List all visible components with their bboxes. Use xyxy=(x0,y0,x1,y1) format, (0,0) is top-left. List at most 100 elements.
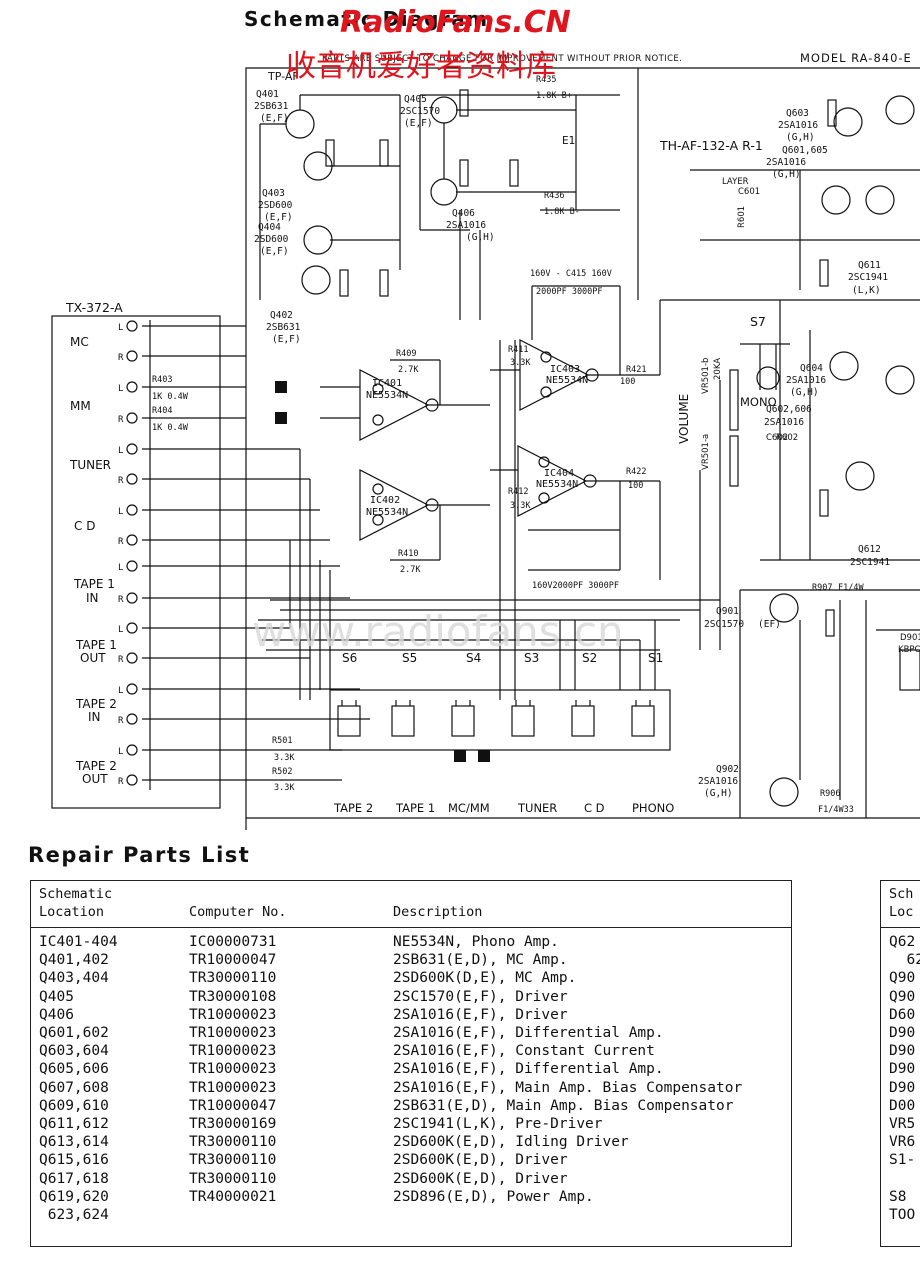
svg-text:Q403: Q403 xyxy=(262,188,285,199)
svg-text:2SC1941: 2SC1941 xyxy=(848,272,888,283)
side-row: VR6 xyxy=(889,1134,916,1151)
side-row xyxy=(881,1170,920,1188)
svg-text:2SC1570: 2SC1570 xyxy=(400,106,440,117)
svg-text:NE5534N: NE5534N xyxy=(546,375,588,386)
lr-boxed-marks: L R L R xyxy=(275,381,490,763)
svg-text:Q406: Q406 xyxy=(452,208,475,219)
ic402-symbol xyxy=(359,469,430,541)
board-th-label: TH-AF-132-A R-1 xyxy=(659,138,763,153)
input-tape2-out-b: OUT xyxy=(82,772,108,786)
board-tp-label: TP-AF xyxy=(267,70,299,83)
schematic-model: MODEL RA-840-E xyxy=(800,51,912,65)
svg-text:160V2000PF 3000PF: 160V2000PF 3000PF xyxy=(532,581,619,591)
switch-labels: S6 S5 S4 S3 S2 S1 xyxy=(342,651,663,665)
svg-text:Q404: Q404 xyxy=(258,222,281,233)
svg-text:S4: S4 xyxy=(466,651,481,665)
svg-text:D901: D901 xyxy=(900,633,920,643)
svg-text:R906: R906 xyxy=(820,789,840,799)
svg-text:R436: R436 xyxy=(544,191,564,201)
svg-text:2.7K: 2.7K xyxy=(400,565,421,575)
ic401-symbol xyxy=(359,369,430,441)
ic-labels: IC401 NE5534N IC402 NE5534N IC403 NE5534… xyxy=(366,364,588,518)
op-amp-triangles xyxy=(320,285,920,580)
schematic-diagram: Schematic Diagram PARTS ARE SUBJECT TO C… xyxy=(51,5,920,830)
header-computer: Computer No. xyxy=(181,881,385,928)
svg-text:Q405: Q405 xyxy=(404,94,427,105)
svg-text:Q603: Q603 xyxy=(786,108,809,119)
svg-text:PHONO: PHONO xyxy=(632,801,674,815)
svg-text:1K 0.4W: 1K 0.4W xyxy=(152,423,189,433)
svg-text:R411: R411 xyxy=(508,345,528,355)
svg-text:R: R xyxy=(278,414,286,425)
input-mc: MC xyxy=(70,335,89,349)
svg-text:L: L xyxy=(118,384,123,394)
svg-text:R: R xyxy=(118,353,124,363)
svg-text:R502: R502 xyxy=(272,767,292,777)
capacitor-labels: 160V - C415 160V 2000PF 3000PF 160V2000P… xyxy=(530,269,619,591)
svg-text:L: L xyxy=(118,446,123,456)
svg-text:R: R xyxy=(118,476,124,486)
svg-text:S1: S1 xyxy=(648,651,663,665)
svg-text:MONO: MONO xyxy=(740,395,777,409)
misc-labels: E1 S7 MONO VOLUME VR501-b VR501-a 20KA L… xyxy=(562,135,920,655)
svg-text:R602: R602 xyxy=(776,433,798,443)
input-tape1-in-b: IN xyxy=(86,591,99,605)
svg-text:1.8K B+: 1.8K B+ xyxy=(536,91,572,101)
side-row: VR5 xyxy=(889,1116,916,1133)
svg-text:VR501-a: VR501-a xyxy=(701,434,711,470)
svg-text:E1: E1 xyxy=(562,135,575,147)
svg-text:S2: S2 xyxy=(582,651,597,665)
svg-text:2SB631: 2SB631 xyxy=(266,322,301,333)
side-row: TOO xyxy=(889,1207,916,1224)
svg-text:3.3K: 3.3K xyxy=(274,783,295,793)
svg-text:R410: R410 xyxy=(398,549,418,559)
ic404-symbol xyxy=(517,445,588,517)
schematic-title: Schematic Diagram xyxy=(244,7,489,31)
svg-text:L: L xyxy=(118,625,123,635)
svg-text:R409: R409 xyxy=(396,349,416,359)
svg-text:(E,F): (E,F) xyxy=(260,113,289,124)
board-tx-label: TX-372-A xyxy=(65,300,123,315)
svg-text:R421: R421 xyxy=(626,365,646,375)
svg-text:F1/4W33: F1/4W33 xyxy=(818,805,854,815)
svg-text:R: R xyxy=(118,415,124,425)
svg-text:R: R xyxy=(118,777,124,787)
svg-text:NE5534N: NE5534N xyxy=(366,507,408,518)
transistor-labels: Q401 2SB631 (E,F) Q403 2SD600 (E,F) Q404… xyxy=(254,89,890,799)
svg-text:S7: S7 xyxy=(750,314,766,329)
svg-text:3.3K: 3.3K xyxy=(274,753,295,763)
svg-text:Q602,606: Q602,606 xyxy=(766,404,812,415)
svg-text:(G,H): (G,H) xyxy=(466,232,495,243)
svg-text:2SB631: 2SB631 xyxy=(254,101,289,112)
svg-text:(EF): (EF) xyxy=(758,619,781,630)
svg-text:VR501-b: VR501-b xyxy=(701,358,711,394)
svg-text:Q401: Q401 xyxy=(256,89,279,100)
svg-text:(E,F): (E,F) xyxy=(264,212,293,223)
svg-text:2SA1016: 2SA1016 xyxy=(764,417,804,428)
svg-text:2SC1570: 2SC1570 xyxy=(704,619,744,630)
svg-text:R: R xyxy=(118,655,124,665)
svg-text:MC/MM: MC/MM xyxy=(448,801,490,815)
svg-text:IC402: IC402 xyxy=(370,495,400,506)
svg-text:R422: R422 xyxy=(626,467,646,477)
svg-text:L: L xyxy=(118,747,123,757)
svg-text:(G,H): (G,H) xyxy=(790,387,819,398)
svg-text:100: 100 xyxy=(620,377,635,387)
svg-text:NE5534N: NE5534N xyxy=(536,479,578,490)
side-row: Q62 xyxy=(889,934,916,950)
svg-text:C D: C D xyxy=(584,801,605,815)
input-tuner: TUNER xyxy=(69,458,111,472)
side-row: D90 xyxy=(889,1025,916,1042)
svg-text:Q601,605: Q601,605 xyxy=(782,145,828,156)
